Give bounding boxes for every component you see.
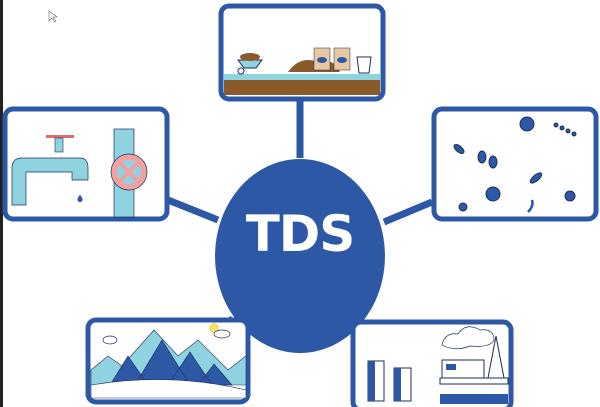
- center-circle: [215, 159, 385, 353]
- industry-oil-rig-icon: [350, 319, 514, 407]
- microorganisms-icon: [431, 106, 599, 222]
- mountains-icon: [85, 317, 251, 405]
- connector-left: [166, 196, 220, 224]
- connector-right: [382, 198, 434, 226]
- pipe-faucet-valve-icon: [2, 106, 170, 222]
- window-edge: [0, 0, 3, 407]
- mouse-cursor-icon: [48, 10, 58, 23]
- soil-fertilizer-icon: [218, 3, 386, 102]
- center-label: TDS: [245, 205, 356, 263]
